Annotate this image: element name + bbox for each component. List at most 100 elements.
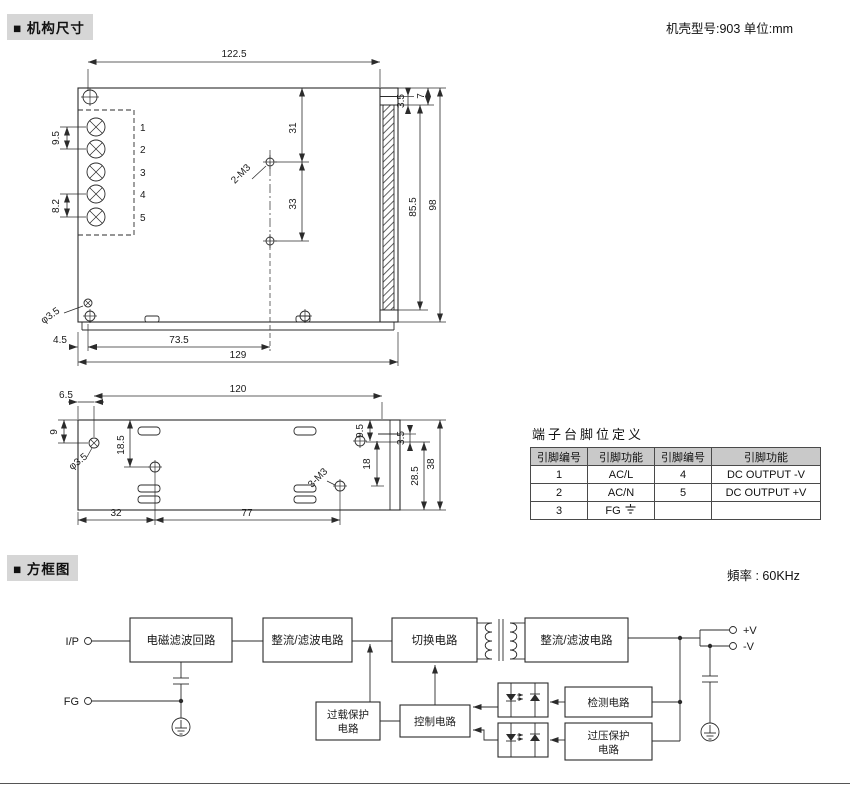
dim-total-height: 98 — [428, 199, 439, 211]
dim-foot-left: 32 — [110, 508, 122, 519]
terminal-block: 1 2 3 4 5 — [77, 109, 146, 236]
pin-function-cell: DC OUTPUT -V — [711, 465, 821, 484]
pin-number-cell: 1 — [530, 465, 588, 484]
section-title-mechanical: ■ 机构尺寸 — [7, 14, 93, 40]
side-view-dimensions: 6.5 120 9 18.5 φ3.5 3-M3 9.5 18 3.5 28.5… — [49, 384, 446, 525]
dim-hole-offset-side: 18.5 — [116, 435, 127, 455]
fg-text: FG — [605, 505, 621, 517]
pin-table-row: 1 AC/L 4 DC OUTPUT -V — [530, 465, 821, 484]
rectifier2-box — [524, 617, 629, 663]
optocoupler1-box — [497, 682, 549, 718]
detection-label: 检测电路 — [588, 696, 630, 709]
m3-holes — [251, 150, 277, 248]
ovp-label-1: 过压保护 — [588, 729, 630, 742]
pin-table-title: 端子台脚位定义 — [532, 427, 645, 442]
output-neg-label: -V — [743, 641, 755, 653]
terminal-number-2: 2 — [140, 145, 146, 156]
output-pos-label: +V — [743, 625, 757, 637]
control-label: 控制电路 — [414, 715, 456, 728]
emi-filter-box — [129, 617, 233, 663]
input-label: I/P — [66, 636, 79, 648]
overload-label-2: 电路 — [338, 722, 359, 735]
pin-number-cell — [654, 501, 712, 520]
rectifier1-box — [262, 617, 353, 663]
optocoupler2-box — [497, 722, 549, 758]
pin-table: 端子台脚位定义 引脚编号 引脚功能 引脚编号 引脚功能 1 AC/L 4 DC … — [530, 424, 821, 520]
ovp-box — [564, 722, 653, 761]
pin-function-cell — [711, 501, 821, 520]
dim-total-width: 129 — [230, 350, 247, 361]
dim-left-offset: 6.5 — [59, 390, 73, 401]
side-view-drawing: 6.5 120 9 18.5 φ3.5 3-M3 9.5 18 3.5 28.5… — [49, 384, 446, 525]
pin-number-cell: 3 — [530, 501, 588, 520]
output-neg-terminal — [729, 642, 737, 650]
pin-number-cell: 2 — [530, 483, 588, 502]
terminal-number-1: 1 — [140, 123, 146, 134]
side-outline — [77, 419, 401, 511]
dim-pitch-top: 9.5 — [51, 131, 62, 145]
corner-screw — [81, 88, 99, 106]
section-title-block-diagram: ■ 方框图 — [7, 555, 79, 581]
callout-hole-dia: φ3.5 — [39, 305, 62, 326]
pin-number-cell: 5 — [654, 483, 712, 502]
rectifier1-label: 整流/滤波电路 — [271, 633, 344, 647]
overload-label-1: 过载保护 — [327, 708, 369, 721]
dim-hole-offset: 31 — [288, 122, 299, 134]
page-divider — [0, 783, 850, 784]
terminal-number-5: 5 — [140, 213, 146, 224]
header-pin-number-1: 引脚编号 — [530, 447, 588, 466]
dim-lower-height: 28.5 — [410, 466, 421, 486]
pin-function-cell: DC OUTPUT +V — [711, 483, 821, 502]
detection-box — [564, 686, 653, 718]
output-ground-branch — [700, 643, 720, 742]
fg-terminal — [84, 697, 92, 705]
callout-3-m3: 3-M3 — [306, 466, 330, 490]
pin-number-cell: 4 — [654, 465, 712, 484]
terminal-number-3: 3 — [140, 168, 146, 179]
dim-top-offset: 9 — [49, 429, 60, 435]
header-pin-number-2: 引脚编号 — [654, 447, 712, 466]
input-terminal — [84, 637, 92, 645]
dim-step: 3.5 — [396, 94, 407, 108]
pin-function-cell: AC/N — [587, 483, 655, 502]
pin-table-header-row: 引脚编号 引脚功能 引脚编号 引脚功能 — [530, 447, 821, 466]
chassis-ground-icon — [171, 717, 191, 737]
dim-width-top: 122.5 — [221, 49, 246, 60]
dim-edge-offset: 4.5 — [53, 335, 67, 346]
callout-hole-dia-side: φ3.5 — [67, 451, 90, 472]
pin-function-cell: AC/L — [587, 465, 655, 484]
flange-hatch — [382, 104, 395, 311]
pin-function-cell-fg: FG — [587, 501, 655, 520]
chassis-hole — [63, 298, 93, 314]
switching-box — [391, 617, 478, 663]
side-holes — [86, 434, 367, 493]
header-pin-function-1: 引脚功能 — [587, 447, 655, 466]
dim-hole-pitch-side: 18 — [362, 458, 373, 470]
dim-hole-span: 73.5 — [169, 335, 189, 346]
callout-2-m3: 2-M3 — [229, 162, 253, 186]
terminal-screws — [86, 117, 106, 227]
block-diagram: I/P FG 电磁滤波回路 整流/滤波电路 切换电路 整流/滤波电路 — [64, 617, 757, 761]
header-pin-function-2: 引脚功能 — [711, 447, 821, 466]
terminal-number-4: 4 — [140, 190, 146, 201]
ovp-label-2: 电路 — [598, 743, 619, 756]
case-model-note: 机壳型号:903 单位:mm — [666, 22, 794, 36]
dim-hole-pitch: 33 — [288, 198, 299, 210]
rectifier2-label: 整流/滤波电路 — [540, 633, 613, 647]
output-ground-icon — [700, 722, 720, 742]
dim-total-height-side: 38 — [426, 458, 437, 470]
frequency-note: 頻率 : 60KHz — [727, 569, 800, 583]
pin-table-row: 2 AC/N 5 DC OUTPUT +V — [530, 483, 821, 502]
dim-width: 120 — [230, 384, 247, 395]
dim-lip: 3.5 — [396, 431, 407, 445]
emi-filter-label: 电磁滤波回路 — [147, 633, 216, 647]
transformer-symbol — [477, 619, 525, 661]
case-outline — [77, 87, 399, 331]
switching-label: 切换电路 — [412, 633, 458, 647]
pin-table-row: 3 FG — [530, 501, 821, 520]
earth-ground-icon — [625, 504, 636, 514]
dim-flange-height: 85.5 — [408, 197, 419, 217]
dim-step-depth: 7 — [416, 93, 427, 99]
